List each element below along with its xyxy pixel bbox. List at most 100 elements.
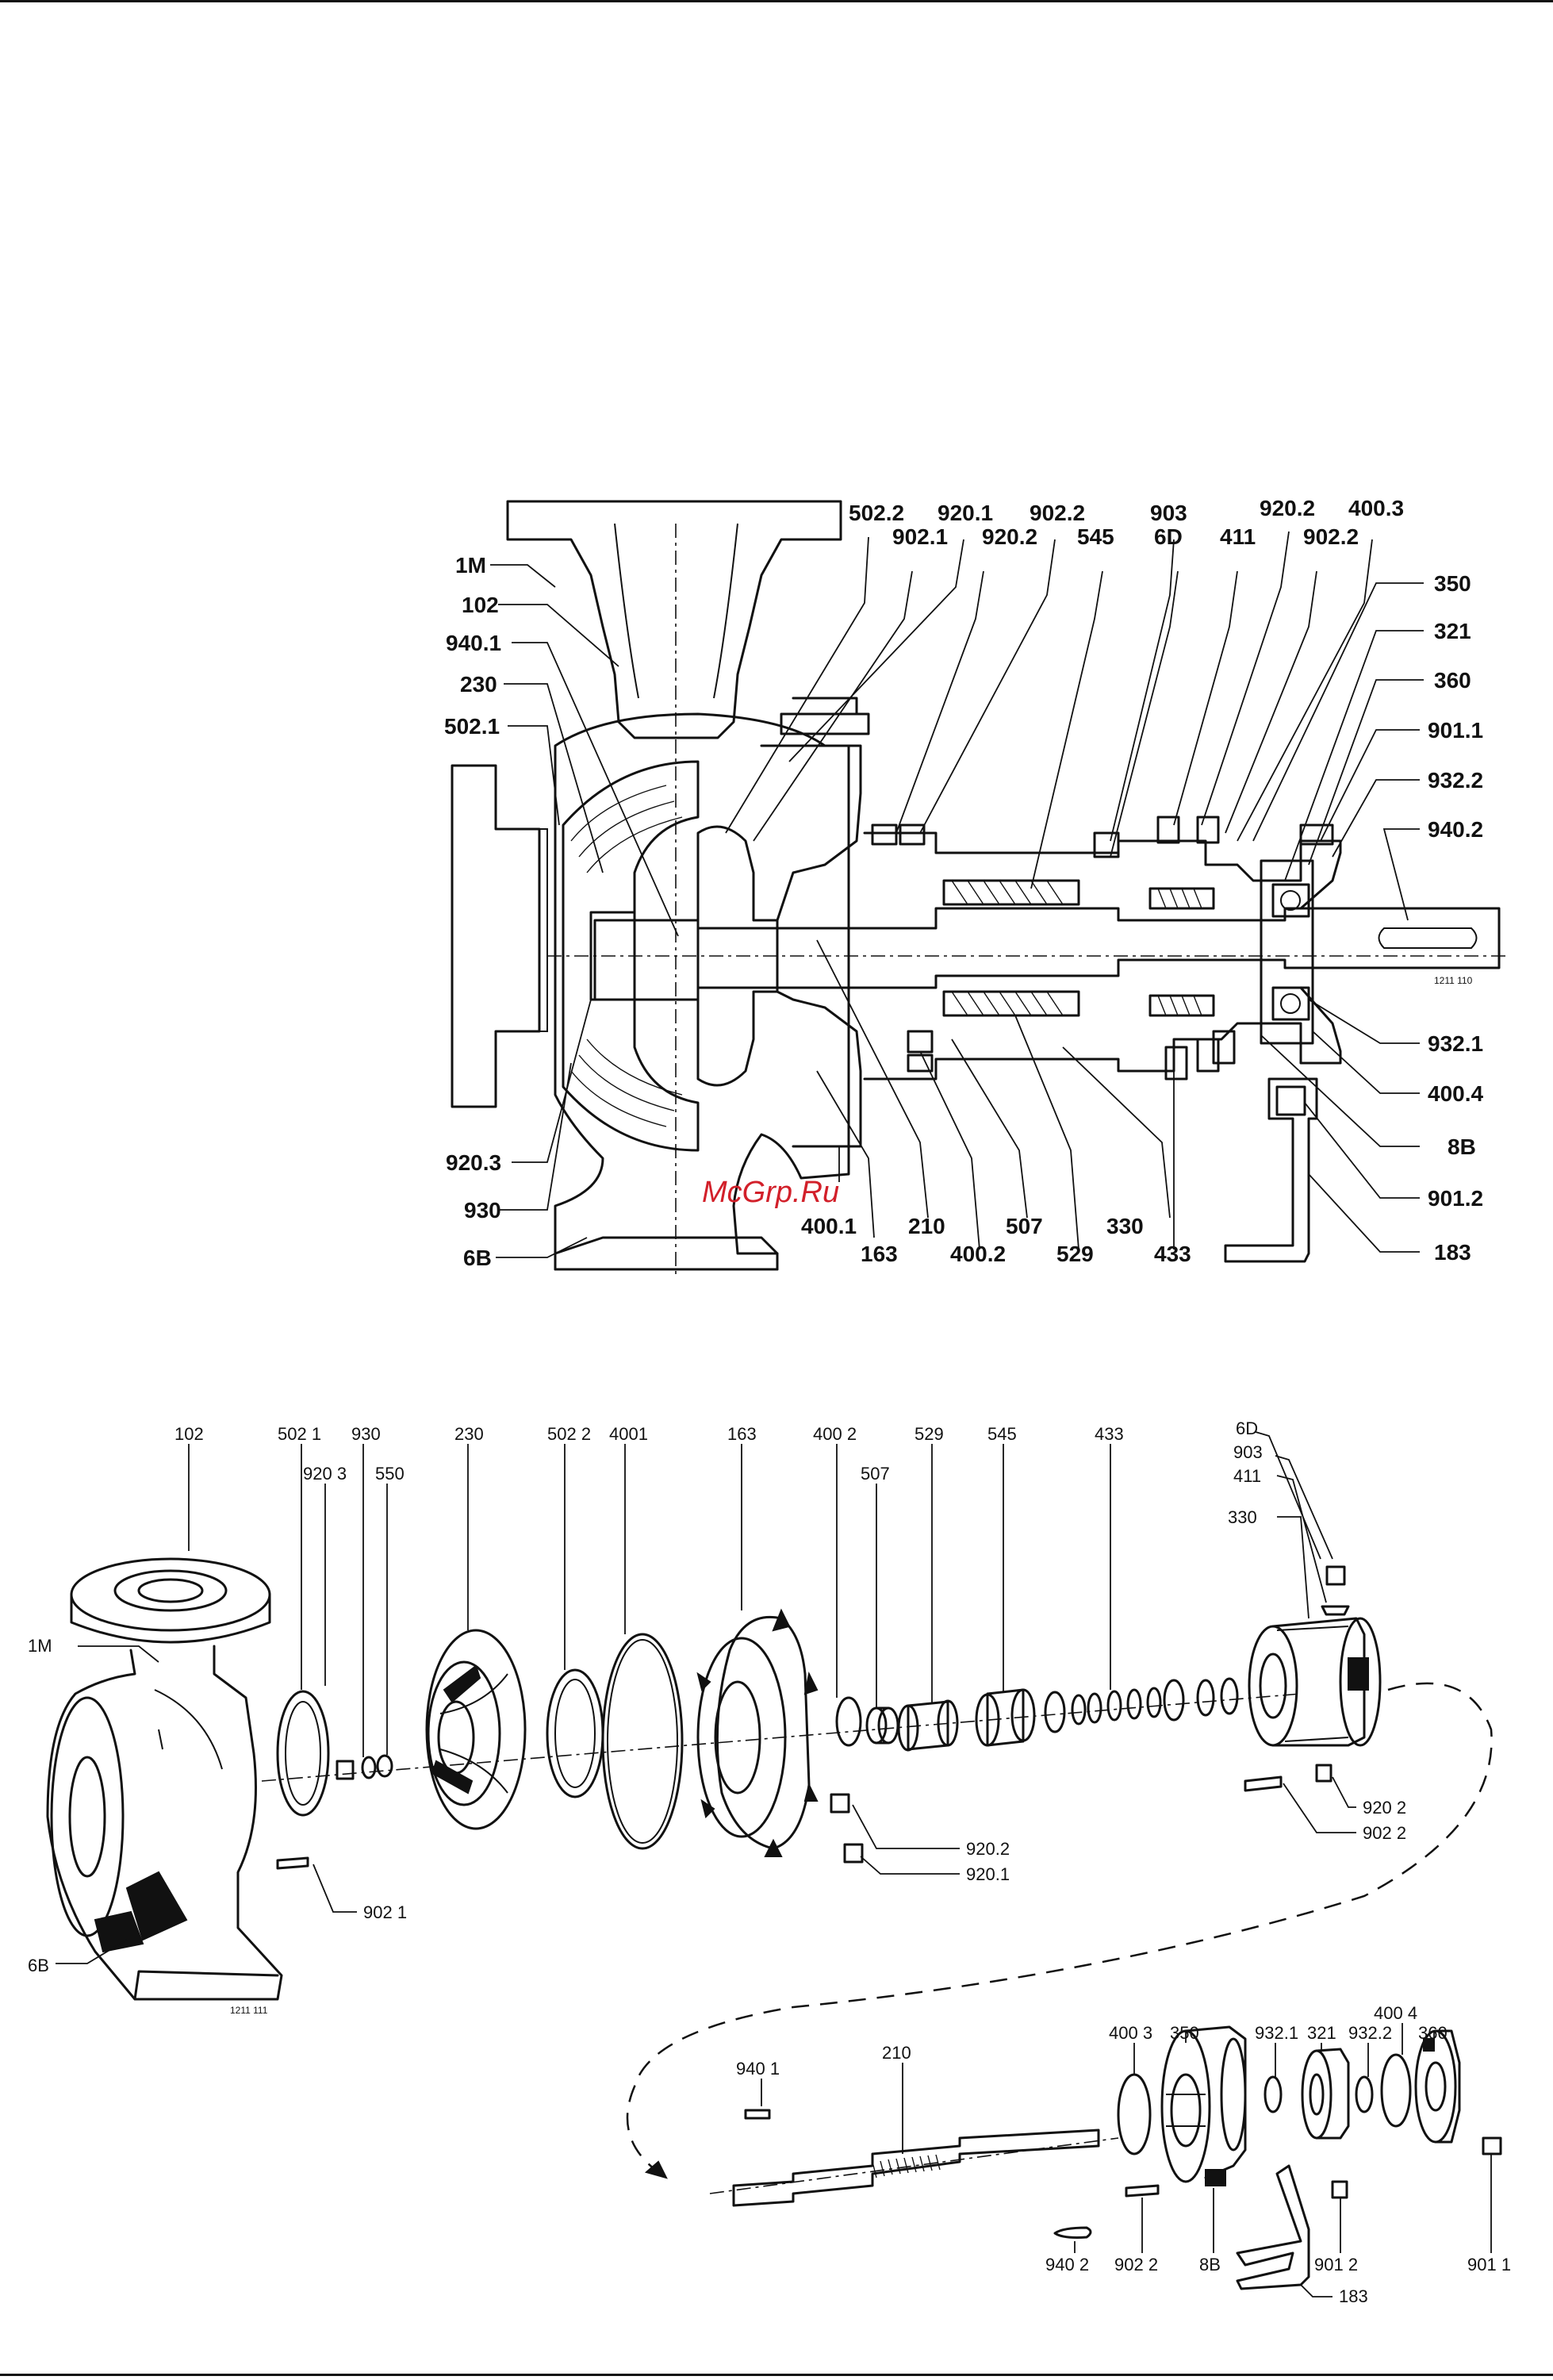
section-gland-bolt-902.1: [780, 697, 870, 735]
section-suction-flange: [506, 500, 842, 739]
section-label-932.2: 932.2: [1428, 768, 1483, 793]
exploded-assembly-path: [626, 1682, 1493, 2179]
exploded-assembly-arrow: [644, 2160, 668, 2179]
exploded-label-901.1: 901 1: [1467, 2255, 1511, 2274]
section-bearing-ball-top: [1280, 890, 1301, 911]
exploded-gasket-400.2: [835, 1696, 862, 1747]
section-label-400.3: 400.3: [1348, 496, 1404, 520]
exploded-stud-902.2: [1244, 1775, 1283, 1792]
section-bearing-321-lower: [1271, 986, 1310, 1021]
exploded-label-230: 230: [454, 1424, 484, 1444]
exploded-label-400.4: 400 4: [1374, 2003, 1417, 2023]
exploded-view: 102 502 1 920 3 930 550 230 502 2 4001 1…: [28, 1418, 1511, 2306]
section-label-350: 350: [1434, 571, 1471, 596]
section-plug-903: [1093, 831, 1120, 858]
section-label-8B: 8B: [1448, 1134, 1476, 1159]
section-label-163: 163: [861, 1242, 898, 1266]
section-shaft-keyway: [1378, 927, 1478, 949]
exploded-label-932.1: 932.1: [1255, 2023, 1298, 2043]
exploded-drawing-number: 1211 111: [230, 2005, 268, 2016]
exploded-shaft-210: [709, 2129, 1119, 2207]
exploded-bearing-cover-360: [1414, 2029, 1461, 2144]
exploded-support-foot-183: [1236, 2164, 1310, 2290]
exploded-nut-920.2: [830, 1793, 850, 1814]
exploded-ring-411: [1321, 1605, 1350, 1616]
section-seal-housing: [863, 831, 1342, 910]
section-suction-bore: [614, 523, 738, 699]
exploded-label-183: 183: [1339, 2286, 1368, 2306]
exploded-label-210: 210: [882, 2043, 911, 2063]
page-top-rule: [0, 0, 1553, 2]
exploded-label-920.2: 920.2: [966, 1839, 1010, 1859]
exploded-label-901.2: 901 2: [1314, 2255, 1358, 2274]
section-foot-bolt-901.2: [1275, 1085, 1306, 1116]
section-label-1M: 1M: [455, 553, 486, 578]
section-leader-lines: [490, 531, 1424, 1258]
exploded-label-6D: 6D: [1236, 1418, 1258, 1438]
section-shaft-210: [696, 907, 1501, 989]
exploded-packing-rings-433: [1044, 1677, 1239, 1733]
exploded-label-8B: 8B: [1199, 2255, 1221, 2274]
exploded-label-902.1: 902 1: [363, 1902, 407, 1922]
exploded-leader-lines: [56, 1431, 1492, 2297]
section-bolt-top-3: [1196, 816, 1220, 844]
exploded-label-360: 360: [1418, 2023, 1448, 2043]
exploded-plug-903: [1325, 1565, 1346, 1586]
section-label-6B: 6B: [463, 1246, 492, 1270]
section-bearing-ball-bottom: [1280, 993, 1301, 1014]
section-label-940.1: 940.1: [446, 631, 501, 655]
section-packing-hatching: [951, 880, 1064, 1016]
section-label-545: 545: [1077, 524, 1114, 549]
section-label-210: 210: [908, 1214, 945, 1238]
exploded-screw-901.2: [1331, 2180, 1348, 2199]
exploded-label-1M: 1M: [28, 1636, 52, 1656]
section-label-400.2: 400.2: [950, 1242, 1006, 1266]
section-impeller-hub: [633, 919, 700, 1001]
section-casing-102: [554, 712, 850, 1271]
exploded-circlip-932.1: [1263, 2075, 1283, 2113]
exploded-label-940.1: 940 1: [736, 2059, 780, 2079]
exploded-nut-920.1: [843, 1843, 864, 1864]
exploded-casing-cover-163: [696, 1608, 819, 1857]
section-bearing-321: [1271, 883, 1310, 918]
section-bolt-bottom-1: [907, 1030, 934, 1054]
section-label-360: 360: [1434, 668, 1471, 693]
exploded-label-940.2: 940 2: [1045, 2255, 1089, 2274]
section-label-502.1: 502.1: [444, 714, 500, 739]
section-bolt-top-2: [1156, 816, 1180, 844]
section-view: 1M 102 940.1 230 502.1 920.3 930 6B 502.…: [444, 496, 1507, 1277]
exploded-label-400.3: 400 3: [1109, 2023, 1152, 2043]
exploded-label-502.2: 502 2: [547, 1424, 591, 1444]
section-label-932.1: 932.1: [1428, 1031, 1483, 1056]
exploded-nut-920.3: [336, 1760, 355, 1780]
section-bolt-bottom-2: [907, 1054, 934, 1073]
exploded-sleeve-529-face: [897, 1704, 919, 1752]
exploded-stud-902.2b: [1125, 2184, 1160, 2198]
exploded-bracket-330: [1248, 1617, 1382, 1747]
exploded-label-6B: 6B: [28, 1956, 49, 1975]
exploded-label-920.2b: 920 2: [1363, 1798, 1406, 1818]
exploded-label-902.2: 902 2: [1363, 1823, 1406, 1843]
exploded-stud-902.1: [276, 1856, 309, 1870]
exploded-label-330: 330: [1228, 1507, 1257, 1527]
exploded-label-400.2: 400 2: [813, 1424, 857, 1444]
section-label-903: 903: [1150, 501, 1187, 525]
section-bearing-cover-360: [1260, 859, 1314, 1045]
section-packing-545: [942, 879, 1080, 906]
exploded-bearing-321: [1301, 2048, 1350, 2140]
exploded-washer-550: [376, 1754, 393, 1778]
section-label-411: 411: [1220, 524, 1256, 549]
exploded-label-350: 350: [1170, 2023, 1199, 2043]
section-seal-spring: [1157, 888, 1202, 1016]
section-label-502.2: 502.2: [849, 501, 904, 525]
section-label-940.2: 940.2: [1428, 817, 1483, 842]
exploded-gasket-400.1: [601, 1633, 684, 1850]
section-label-529: 529: [1056, 1242, 1094, 1266]
exploded-gasket-400.3: [1117, 2073, 1152, 2155]
exploded-label-321: 321: [1307, 2023, 1336, 2043]
section-label-230: 230: [460, 672, 497, 697]
exploded-ring-507-face: [877, 1706, 899, 1745]
exploded-label-920.3: 920 3: [303, 1464, 347, 1484]
exploded-bushing-545-face: [975, 1693, 1000, 1747]
